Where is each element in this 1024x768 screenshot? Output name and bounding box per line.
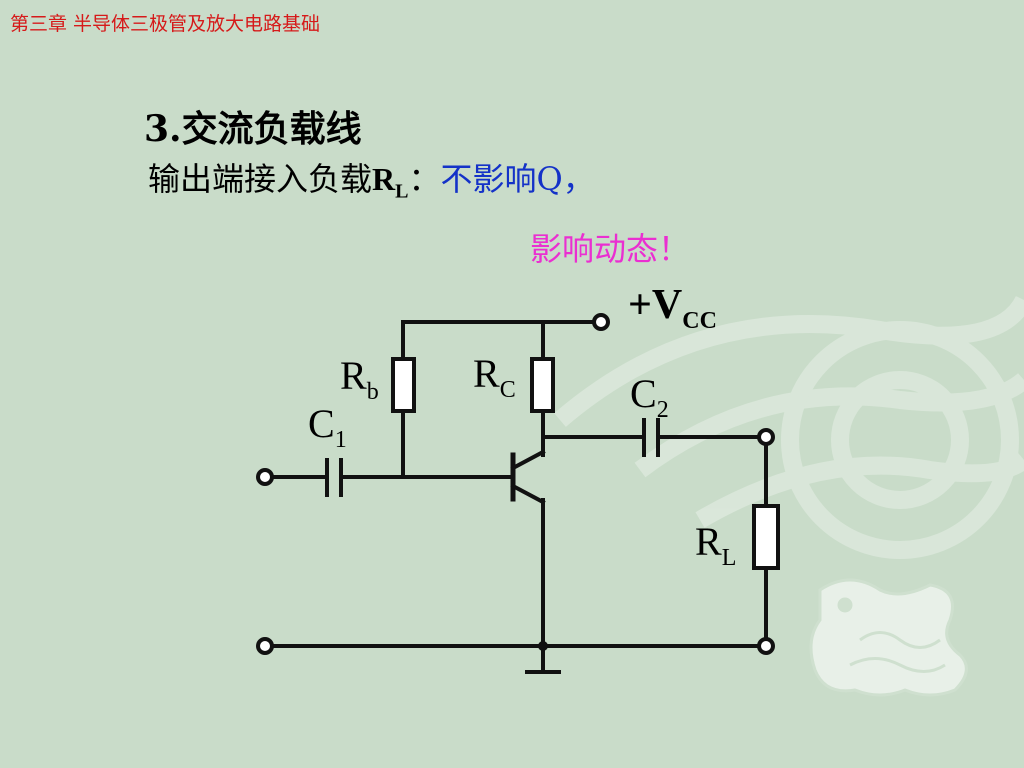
description-colon: ：	[408, 160, 441, 198]
rb-label-main: R	[340, 353, 367, 398]
dragon-decoration-icon	[809, 578, 968, 697]
chapter-title: 第三章 半导体三极管及放大电路基础	[10, 13, 321, 35]
dynamic-effect-text: 影响动态！	[530, 230, 691, 268]
c2-label-main: C	[630, 371, 657, 416]
c1-label-sub: 1	[334, 427, 347, 453]
ground-terminal-left	[256, 637, 274, 655]
rc-resistor	[530, 357, 555, 413]
rl-label: RL	[695, 519, 737, 571]
description-prefix: 输出端接入负载	[148, 160, 373, 198]
rb-label: Rb	[340, 353, 379, 405]
rc-label-main: R	[473, 351, 500, 396]
rl-label-main: R	[695, 519, 722, 564]
rb-label-sub: b	[366, 379, 379, 405]
output-terminal-bottom	[757, 637, 775, 655]
ground-junction	[538, 641, 548, 651]
load-symbol: RL	[372, 161, 408, 202]
c2-label-sub: 2	[656, 397, 669, 423]
output-terminal-top	[757, 428, 775, 446]
vcc-terminal	[592, 313, 610, 331]
c1-label-main: C	[308, 401, 335, 446]
transistor-collector	[510, 449, 546, 471]
load-symbol-sub: L	[395, 180, 409, 203]
c2-label: C2	[630, 371, 669, 423]
rl-resistor	[752, 504, 780, 570]
transistor-emitter	[510, 483, 546, 505]
vcc-label-sub: CC	[682, 308, 717, 334]
rc-label: RC	[473, 351, 516, 403]
rc-label-sub: C	[499, 377, 516, 403]
vcc-label: +VCC	[628, 284, 717, 333]
section-heading: 3.交流负载线	[144, 108, 362, 150]
rl-label-sub: L	[721, 545, 737, 571]
input-terminal	[256, 468, 274, 486]
c1-label: C1	[308, 401, 347, 453]
vcc-label-main: +V	[628, 282, 683, 328]
no-effect-text: 不影响Q，	[440, 160, 595, 198]
load-symbol-main: R	[372, 161, 396, 197]
description-line: 输出端接入负载RL：不影响Q，	[148, 154, 595, 203]
rb-resistor	[391, 357, 416, 413]
